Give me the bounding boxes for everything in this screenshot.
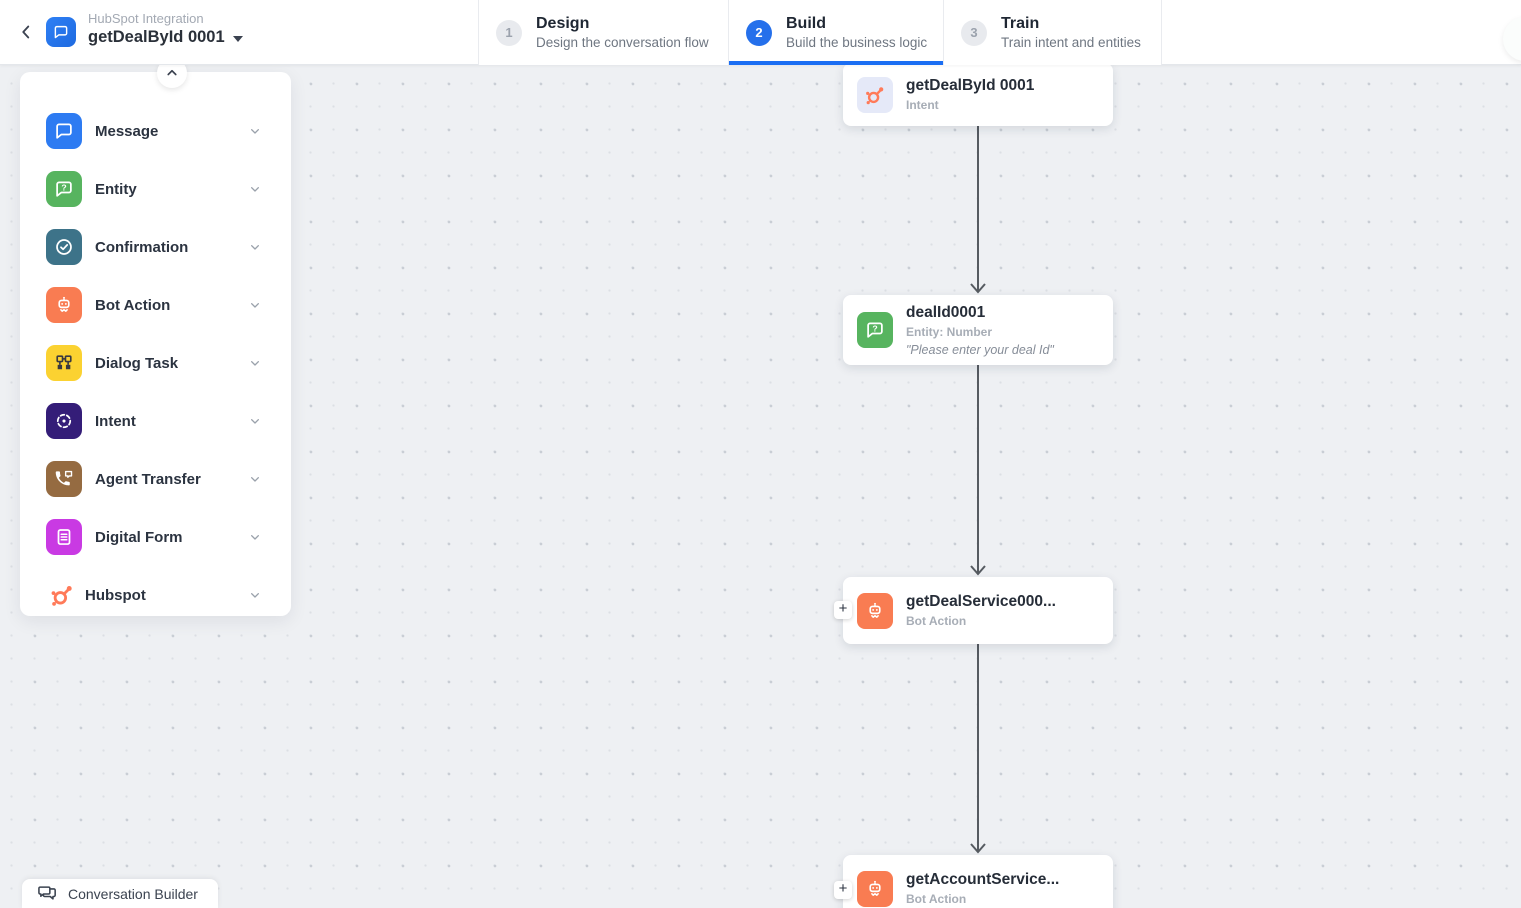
hubspot-icon [48, 577, 76, 613]
palette-item-label: Message [95, 122, 159, 140]
step-title: Build [786, 15, 826, 32]
tab-train[interactable]: 3 Train Train intent and entities [943, 0, 1162, 65]
node-title: getDealService000... [906, 593, 1056, 610]
palette-item-entity[interactable]: Entity [20, 160, 291, 218]
entity-icon [46, 171, 82, 207]
palette-item-confirmation[interactable]: Confirmation [20, 218, 291, 276]
step-number: 1 [496, 19, 522, 46]
flow-node-intent[interactable]: getDealById 0001 Intent [843, 63, 1113, 126]
palette-item-hubspot[interactable]: Hubspot [20, 566, 291, 624]
palette-item-label: Dialog Task [95, 354, 179, 372]
chevron-down-icon[interactable] [247, 123, 263, 139]
digital-form-icon [46, 519, 82, 555]
edge-cutoff-button[interactable] [1503, 17, 1521, 61]
project-subtitle: HubSpot Integration [88, 11, 204, 26]
node-type-label: Intent [906, 98, 939, 112]
chat-bubbles-icon [36, 883, 58, 905]
conversation-builder-badge[interactable]: Conversation Builder [22, 879, 218, 908]
chevron-down-icon[interactable] [247, 355, 263, 371]
chevron-down-icon[interactable] [247, 471, 263, 487]
palette-item-digital-form[interactable]: Digital Form [20, 508, 291, 566]
entity-icon [857, 312, 893, 348]
node-type-label: Bot Action [906, 614, 967, 628]
caret-down-icon [232, 36, 243, 42]
node-prompt-text: "Please enter your deal Id" [906, 342, 1054, 357]
chevron-down-icon[interactable] [247, 297, 263, 313]
palette-item-label: Digital Form [95, 528, 183, 546]
step-title: Design [536, 15, 590, 32]
flow-node-bot-action-2[interactable]: getAccountService... Bot Action [843, 855, 1113, 908]
palette-item-message[interactable]: Message [20, 102, 291, 160]
chevron-down-icon[interactable] [247, 413, 263, 429]
step-title: Train [1001, 15, 1040, 32]
chevron-down-icon[interactable] [247, 529, 263, 545]
palette-item-agent-transfer[interactable]: Agent Transfer [20, 450, 291, 508]
node-type-label: Bot Action [906, 892, 967, 906]
agent-transfer-icon [46, 461, 82, 497]
palette-item-intent[interactable]: Intent [20, 392, 291, 450]
step-subtitle: Train intent and entities [1001, 35, 1141, 50]
badge-label: Conversation Builder [68, 885, 198, 902]
flow-node-bot-action-1[interactable]: getDealService000... Bot Action [843, 577, 1113, 644]
node-palette-panel: Message Entity Confirmation Bot Action D… [20, 58, 291, 616]
node-title: getDealById 0001 [906, 77, 1035, 94]
hubspot-icon [857, 76, 893, 113]
tab-design[interactable]: 1 Design Design the conversation flow [478, 0, 728, 65]
palette-item-bot-action[interactable]: Bot Action [20, 276, 291, 334]
bot-action-icon [857, 870, 893, 907]
palette-item-label: Confirmation [95, 238, 189, 256]
chevron-down-icon[interactable] [247, 587, 263, 603]
tab-build[interactable]: 2 Build Build the business logic [728, 0, 943, 65]
back-button[interactable] [14, 20, 38, 44]
node-title: dealId0001 [906, 303, 986, 321]
project-title-dropdown[interactable]: getDealById 0001 [88, 28, 243, 47]
confirmation-icon [46, 229, 82, 265]
palette-item-label: Agent Transfer [95, 470, 201, 488]
step-number: 3 [961, 19, 987, 46]
step-subtitle: Build the business logic [786, 35, 928, 50]
flow-node-entity[interactable]: dealId0001 Entity: Number "Please enter … [843, 295, 1113, 365]
step-number: 2 [746, 19, 772, 46]
palette-item-label: Intent [95, 412, 136, 430]
chevron-down-icon[interactable] [247, 181, 263, 197]
add-node-button[interactable]: + [834, 881, 852, 899]
dialog-task-icon [46, 345, 82, 381]
bot-action-icon [46, 287, 82, 323]
palette-item-label: Entity [95, 180, 137, 198]
intent-icon [46, 403, 82, 439]
top-header: HubSpot Integration getDealById 0001 1 D… [0, 0, 1521, 65]
palette-item-label: Hubspot [85, 586, 146, 604]
bot-app-icon [46, 17, 76, 47]
add-node-button[interactable]: + [834, 601, 852, 619]
step-subtitle: Design the conversation flow [536, 35, 709, 50]
node-type-label: Entity: Number [906, 324, 993, 339]
project-title: getDealById 0001 [88, 28, 225, 46]
chevron-down-icon[interactable] [247, 239, 263, 255]
palette-item-label: Bot Action [95, 296, 171, 314]
node-title: getAccountService... [906, 871, 1060, 888]
palette-item-dialog-task[interactable]: Dialog Task [20, 334, 291, 392]
bot-action-icon [857, 592, 893, 629]
message-icon [46, 113, 82, 149]
